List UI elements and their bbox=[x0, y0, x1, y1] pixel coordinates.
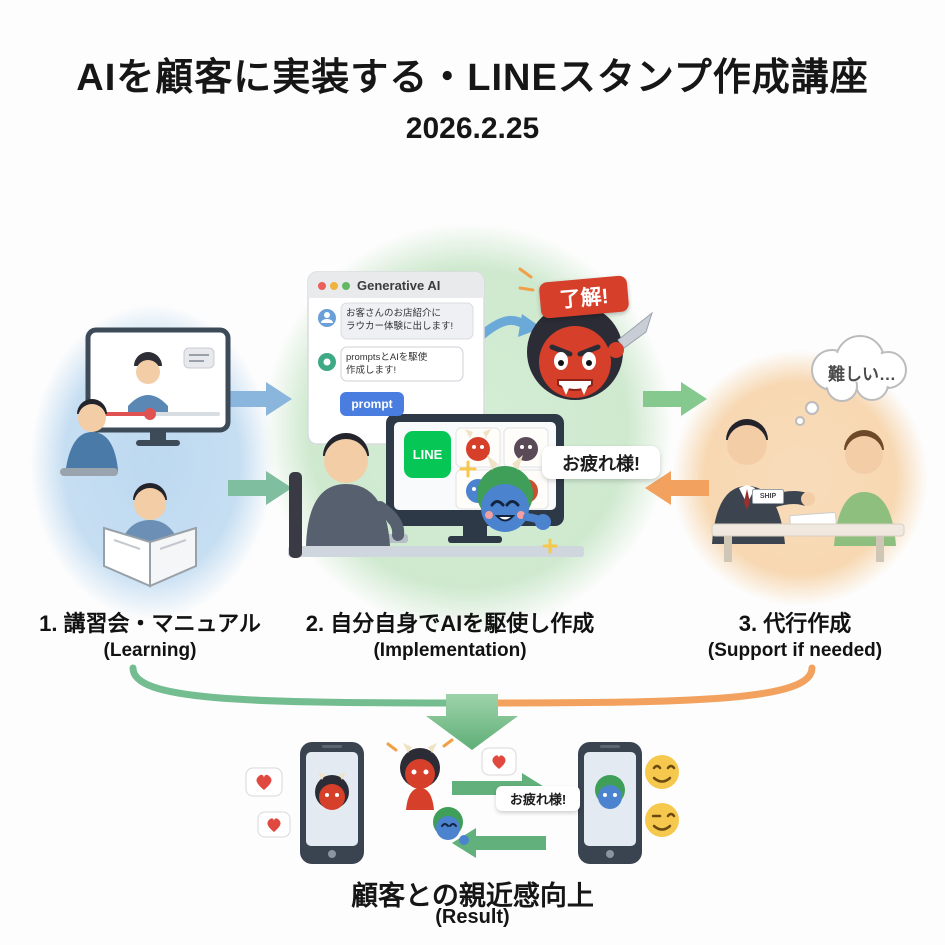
result-title: 顧客との親近感向上 bbox=[351, 881, 594, 911]
arrow-center-to-right-icon bbox=[643, 382, 707, 416]
learning-scene bbox=[60, 327, 231, 588]
step3-main-label: 3. 代行作成 bbox=[738, 611, 852, 636]
chat-window-title: Generative AI bbox=[357, 278, 441, 293]
customer-face bbox=[845, 436, 883, 474]
line-app-logo: LINE bbox=[404, 431, 451, 478]
arrow-left-to-center-top-icon bbox=[228, 382, 292, 416]
result-scene bbox=[245, 738, 679, 864]
smiley-wink-icon bbox=[645, 803, 679, 837]
sparkle-icon bbox=[459, 460, 477, 478]
chat-user-message: お客さんのお店紹介に ラウカー体験に出します! bbox=[346, 308, 454, 333]
step1-main-label: 1. 講習会・マニュアル bbox=[39, 611, 261, 636]
smiley-icon bbox=[645, 755, 679, 789]
play-position-dot bbox=[144, 408, 156, 420]
stamp-red-oni-icon bbox=[466, 437, 490, 461]
step1-sub-label: (Learning) bbox=[103, 639, 197, 661]
ai-chat-bubble bbox=[340, 346, 464, 382]
center-red-oni-icon bbox=[405, 759, 435, 789]
step2-sub-label: (Implementation) bbox=[373, 639, 527, 661]
page-title: AIを顧客に実装する・LINEスタンプ作成講座 bbox=[76, 57, 869, 99]
consultant-face bbox=[727, 425, 767, 465]
phone-red-oni-icon bbox=[319, 784, 345, 810]
viewer-face bbox=[78, 404, 106, 432]
sparkle-icon bbox=[518, 267, 535, 292]
heart-bubble-icon bbox=[481, 747, 517, 776]
creator-face bbox=[324, 439, 368, 483]
arrow-send-left-icon bbox=[452, 828, 546, 858]
arrow-left-to-center-bottom-icon bbox=[228, 471, 292, 505]
blue-oni-sticker bbox=[459, 455, 558, 554]
sticker-ok-label: 了解! bbox=[538, 275, 630, 319]
support-scene bbox=[711, 335, 907, 562]
window-traffic-lights-icon bbox=[318, 282, 350, 290]
heart-bubble-icon bbox=[257, 811, 291, 838]
desk bbox=[288, 546, 584, 557]
thought-bubble-text: 難しい… bbox=[828, 365, 896, 384]
bottom-sticker-label: お疲れ様! bbox=[496, 786, 580, 811]
heart-bubble-icon bbox=[245, 767, 283, 797]
stamp-dark-oni-icon bbox=[514, 437, 538, 461]
red-oni-sticker bbox=[518, 267, 653, 400]
phone-blue-oni-icon bbox=[598, 785, 622, 809]
speech-bubble-icon bbox=[183, 347, 215, 369]
flow-arrows bbox=[228, 314, 709, 505]
reader-face bbox=[134, 488, 166, 520]
step-label-learning: 1. 講習会・マニュアル (Learning) bbox=[10, 610, 290, 663]
video-presenter-face bbox=[136, 360, 160, 384]
prompt-button: prompt bbox=[340, 392, 404, 416]
converge-bracket bbox=[129, 664, 816, 750]
sparkle-icon bbox=[386, 738, 454, 752]
event-date: 2026.2.25 bbox=[405, 112, 540, 145]
user-chat-bubble bbox=[340, 302, 474, 340]
result-subtitle: (Result) bbox=[435, 906, 510, 928]
big-down-arrow-icon bbox=[426, 694, 518, 750]
step3-sub-label: (Support if needed) bbox=[707, 639, 883, 661]
chair bbox=[289, 472, 302, 558]
chat-ai-message: promptsとAIを駆使 作成します! bbox=[346, 352, 428, 377]
step2-main-label: 2. 自分自身でAIを駆使し作成 bbox=[305, 611, 595, 636]
meeting-table bbox=[711, 523, 905, 537]
step-label-implementation: 2. 自分自身でAIを駆使し作成 (Implementation) bbox=[280, 610, 620, 663]
step-label-support: 3. 代行作成 (Support if needed) bbox=[650, 610, 940, 663]
chat-window-titlebar bbox=[308, 272, 484, 298]
sparkle-icon bbox=[542, 538, 558, 554]
consultant-badge: SHIP bbox=[752, 489, 784, 504]
arrow-right-to-center-icon bbox=[645, 471, 709, 505]
center-blue-oni-icon bbox=[436, 816, 460, 840]
sticker-thanks-label: お疲れ様! bbox=[542, 446, 660, 479]
